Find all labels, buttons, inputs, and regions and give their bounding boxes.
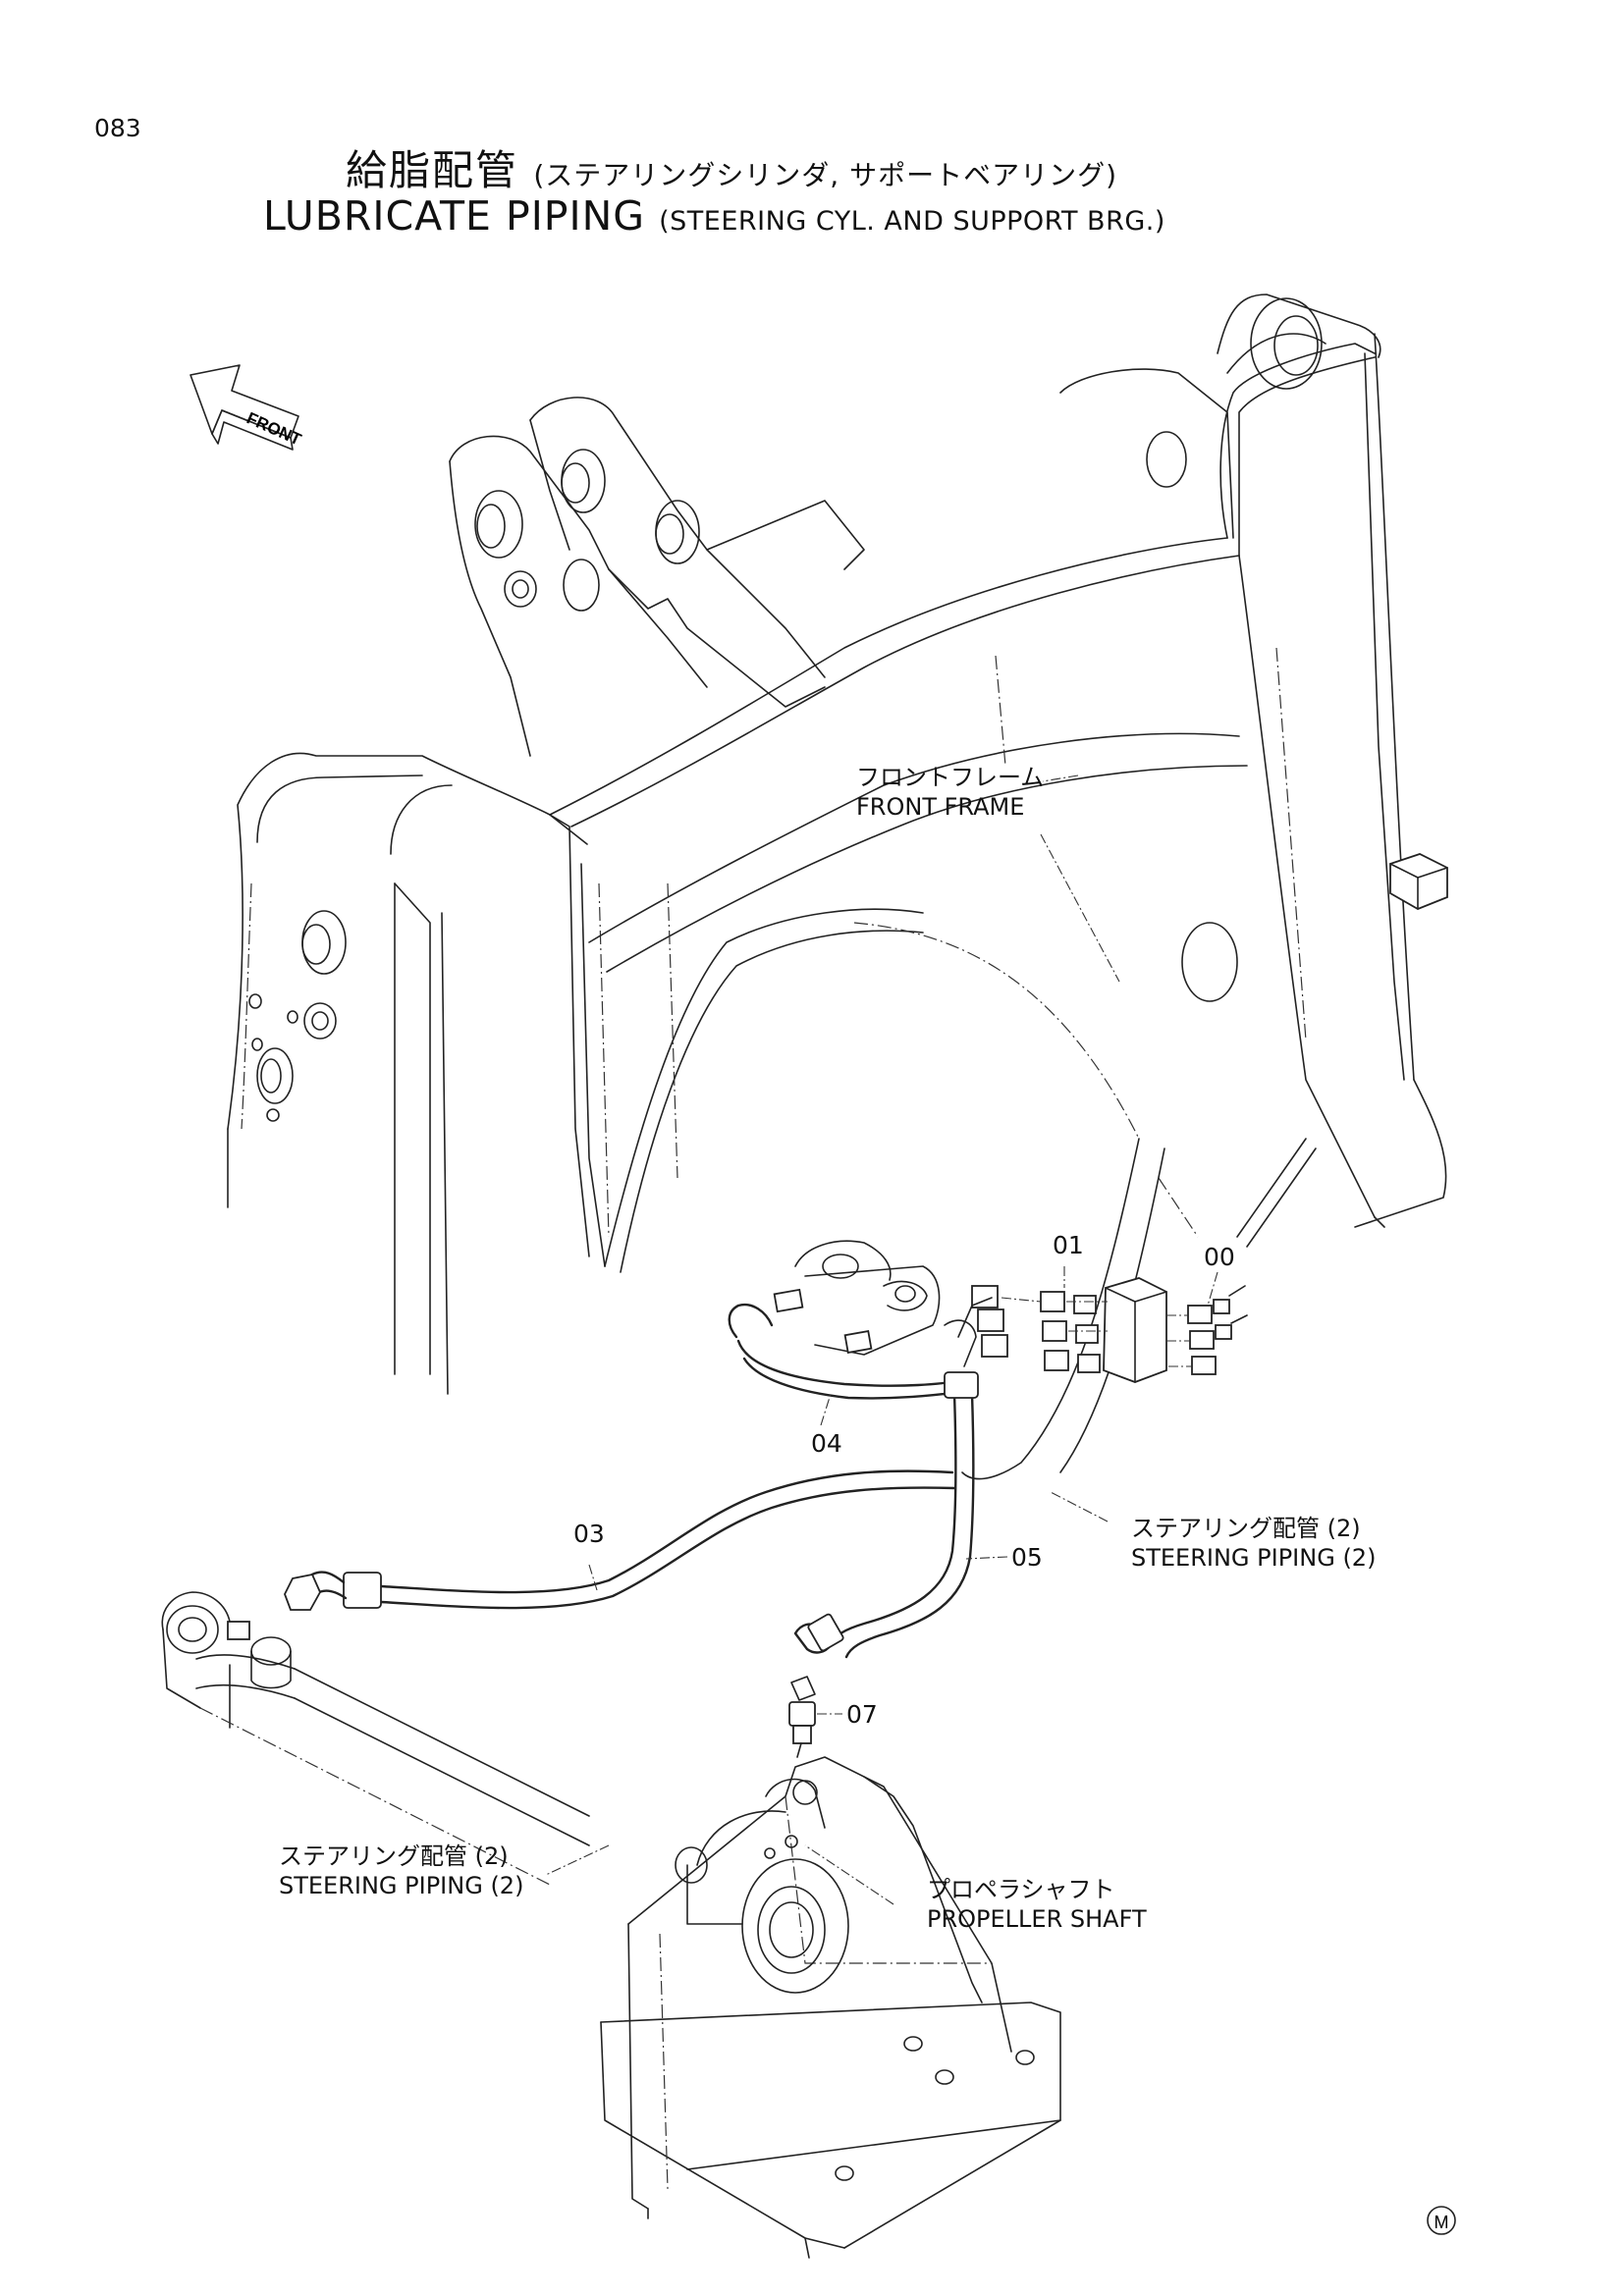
title-japanese: 給脂配管 (ステアリングシリンダ, サポートベアリング) xyxy=(346,137,1117,197)
title-japanese-main: 給脂配管 xyxy=(346,146,519,194)
label-steering-piping-right-en: STEERING PIPING (2) xyxy=(1131,1544,1377,1572)
part-number-07: 07 xyxy=(846,1700,878,1729)
front-frame-drawing xyxy=(227,294,1448,1480)
label-propeller-shaft: プロペラシャフト PROPELLER SHAFT xyxy=(927,1875,1147,1934)
steering-cylinder-drawing xyxy=(161,1591,590,1886)
grease-fitting-07 xyxy=(788,1676,816,1758)
label-steering-piping-right-jp: ステアリング配管 (2) xyxy=(1131,1515,1361,1542)
label-steering-piping-left: ステアリング配管 (2) STEERING PIPING (2) xyxy=(279,1842,523,1900)
lube-block-assembly xyxy=(728,1240,1248,1383)
title-english: LUBRICATE PIPING (STEERING CYL. AND SUPP… xyxy=(263,192,1165,240)
page-number: 083 xyxy=(94,114,141,142)
title-english-subtitle: (STEERING CYL. AND SUPPORT BRG.) xyxy=(659,206,1165,237)
label-steering-piping-left-jp: ステアリング配管 (2) xyxy=(279,1842,509,1870)
propeller-shaft-support-drawing xyxy=(600,1756,1061,2259)
part-number-01: 01 xyxy=(1053,1231,1084,1259)
part-number-00: 00 xyxy=(1204,1243,1235,1271)
maker-mark: M xyxy=(1427,2206,1456,2235)
front-arrow-icon: FRONT xyxy=(189,364,304,451)
label-steering-piping-right: ステアリング配管 (2) STEERING PIPING (2) xyxy=(1131,1514,1376,1573)
title-japanese-subtitle: (ステアリングシリンダ, サポートベアリング) xyxy=(533,159,1118,191)
leader-lines xyxy=(545,774,1218,1905)
label-front-frame: フロントフレーム FRONT FRAME xyxy=(856,763,1044,822)
title-english-main: LUBRICATE PIPING xyxy=(263,192,646,240)
label-propeller-shaft-en: PROPELLER SHAFT xyxy=(927,1905,1147,1933)
part-number-05: 05 xyxy=(1011,1543,1043,1572)
part-number-04: 04 xyxy=(811,1429,842,1458)
label-front-frame-en: FRONT FRAME xyxy=(856,793,1025,821)
maker-mark-letter: M xyxy=(1435,2213,1449,2232)
hose-lines xyxy=(284,1339,979,1659)
label-propeller-shaft-jp: プロペラシャフト xyxy=(927,1876,1115,1903)
label-steering-piping-left-en: STEERING PIPING (2) xyxy=(279,1872,524,1899)
part-number-03: 03 xyxy=(573,1520,605,1548)
label-front-frame-jp: フロントフレーム xyxy=(856,764,1045,791)
